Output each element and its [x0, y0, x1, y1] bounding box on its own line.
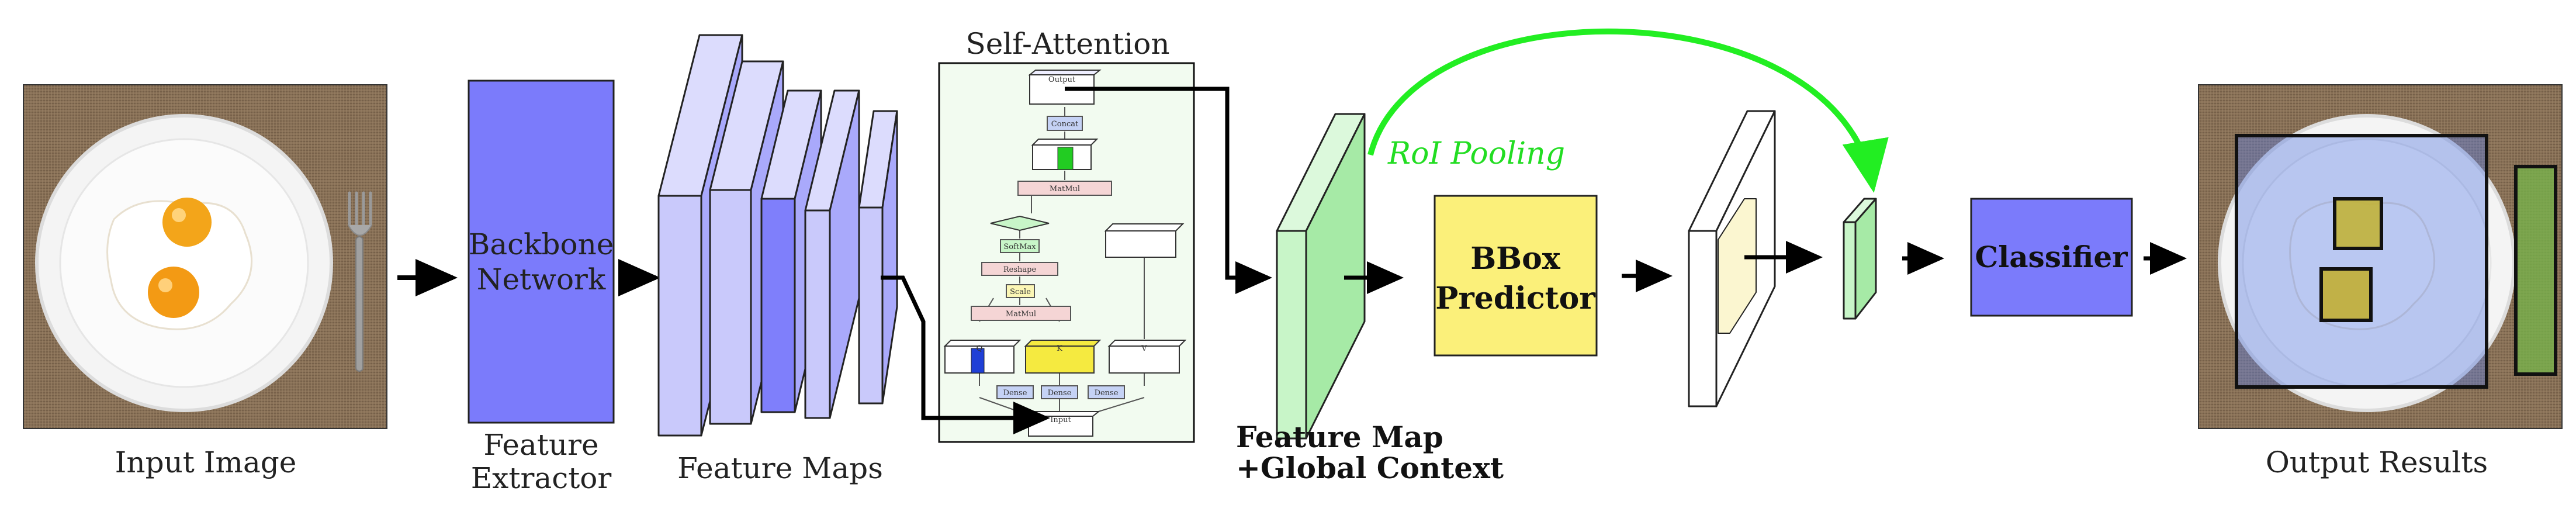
output-image: [2198, 84, 2563, 429]
bbox-label-line2: Predictor: [1435, 281, 1595, 316]
feature-extractor-label-line2: Extractor: [471, 461, 612, 495]
attention-matmul-top: MatMul: [1017, 181, 1112, 196]
svg-text:Scale: Scale: [1010, 288, 1031, 296]
svg-text:K: K: [1057, 344, 1062, 353]
attention-v-node: V: [1107, 340, 1187, 374]
svg-text:V: V: [1141, 344, 1147, 353]
svg-text:MatMul: MatMul: [1050, 185, 1080, 193]
pooled-feature-prism: [1843, 198, 1877, 320]
attention-dense-q: Dense: [996, 385, 1034, 399]
svg-text:Dense: Dense: [1003, 389, 1027, 398]
attention-dense-k: Dense: [1041, 385, 1078, 399]
feature-maps-stack: [657, 34, 898, 437]
backbone-network-box: [468, 80, 615, 424]
attention-reshape-node: Reshape: [981, 262, 1058, 276]
feature-map-global-label-line1: Feature Map: [1236, 420, 1443, 454]
svg-text:Q: Q: [977, 344, 983, 353]
attention-input-node: Input: [1027, 411, 1100, 437]
roi-feature-prism: [1688, 110, 1776, 407]
classifier-label: Classifier: [1975, 240, 2128, 274]
attention-right-cube: [1104, 223, 1185, 258]
detection-box-egg-1: [2333, 197, 2383, 250]
svg-text:Dense: Dense: [1095, 389, 1119, 398]
svg-text:Output: Output: [1048, 75, 1076, 84]
roi-pooling-label: RoI Pooling: [1387, 136, 1565, 171]
attention-softmax-node: SoftMax: [1000, 239, 1040, 253]
svg-text:Input: Input: [1050, 416, 1071, 424]
bbox-predictor-box: [1434, 195, 1598, 357]
svg-text:Concat: Concat: [1051, 120, 1079, 129]
backbone-label-line1: Backbone: [469, 227, 614, 261]
arrow-attention-output-to-featuremap: [1065, 87, 1272, 294]
attention-concat-node: Concat: [1047, 116, 1083, 131]
detection-box-fork: [2514, 165, 2557, 376]
feature-map-layer: [804, 89, 860, 419]
bbox-label-line1: BBox: [1470, 241, 1561, 277]
svg-text:SoftMax: SoftMax: [1003, 243, 1036, 251]
attention-scale-node: Scale: [1006, 284, 1035, 298]
svg-text:Reshape: Reshape: [1003, 265, 1037, 274]
attention-dense-v: Dense: [1088, 385, 1125, 399]
attention-q-node: Q: [943, 340, 1022, 374]
arrow-featuremaps-to-attention-input: [881, 275, 1050, 434]
feature-extractor-label-line1: Feature: [483, 428, 598, 462]
feature-map-layer: [858, 110, 898, 405]
detection-box-plate: [2235, 134, 2488, 389]
input-image: [23, 84, 387, 429]
input-image-label: Input Image: [115, 445, 297, 479]
feature-map-global-label-line2: +Global Context: [1236, 451, 1504, 485]
svg-text:Dense: Dense: [1048, 389, 1072, 398]
feature-maps-label: Feature Maps: [677, 451, 883, 485]
backbone-label-line2: Network: [477, 262, 606, 296]
classifier-box: [1970, 198, 2133, 317]
feature-map-global-prism: [1276, 113, 1366, 440]
output-results-label: Output Results: [2266, 445, 2488, 479]
attention-k-node: K: [1024, 340, 1102, 374]
detection-box-egg-2: [2319, 267, 2373, 322]
attention-cube-node: [1031, 139, 1099, 170]
roi-pooling-arrow: [1367, 28, 1889, 193]
attention-matmul-mid: MatMul: [971, 306, 1071, 321]
svg-text:MatMul: MatMul: [1006, 310, 1036, 319]
attention-diamond: [990, 215, 1050, 231]
self-attention-title: Self-Attention: [965, 27, 1169, 61]
